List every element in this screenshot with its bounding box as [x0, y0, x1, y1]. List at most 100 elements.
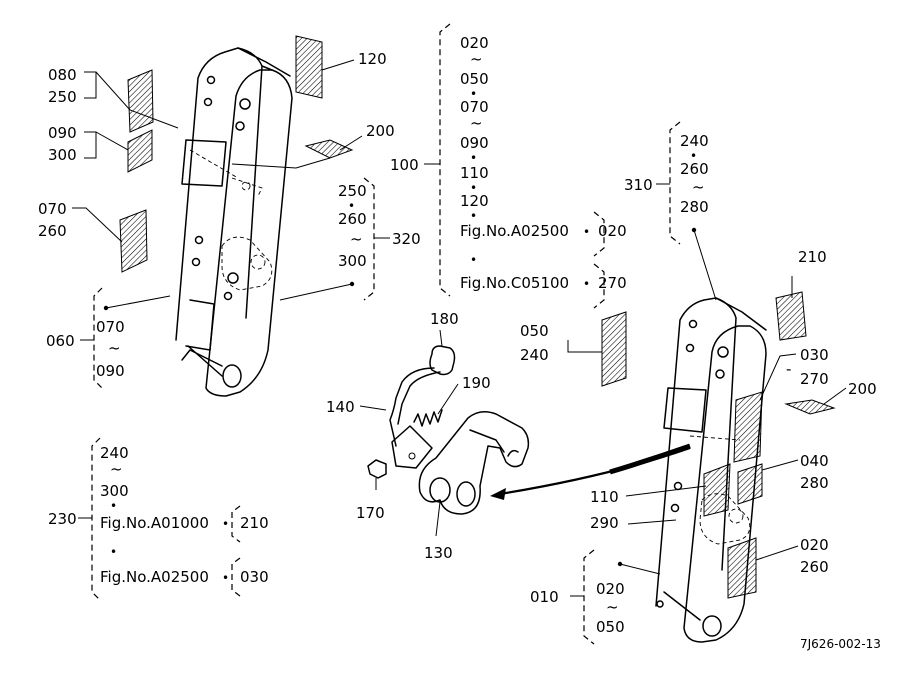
label-260-range: 260	[338, 210, 367, 228]
label-300-b: 300	[100, 482, 129, 500]
label-050-c: 050	[520, 322, 549, 340]
label-030-b: 030	[240, 568, 269, 586]
label-250: 250	[48, 88, 77, 106]
label-320: 320	[392, 230, 421, 248]
label-260-a: 260	[800, 558, 829, 576]
label-020-range: 020	[596, 580, 625, 598]
dot-fig-d: •	[222, 571, 229, 585]
label-050-a: 050	[460, 70, 489, 88]
decal-070-260	[119, 209, 148, 273]
decal-020-260	[727, 537, 757, 599]
tilde-100-a: ~	[470, 50, 483, 68]
label-260: 260	[38, 222, 67, 240]
left-bracket-drawing	[119, 35, 354, 397]
label-290: 290	[590, 514, 619, 532]
cap-180	[429, 345, 456, 376]
label-110-b: 110	[590, 488, 619, 506]
callout-labels: 080 250 090 300 070 260 060 070 ~ 090 12…	[38, 34, 881, 651]
label-130: 130	[424, 544, 453, 562]
tilde-060: ~	[108, 339, 121, 357]
label-060: 060	[46, 332, 75, 350]
dot-320: •	[348, 199, 355, 213]
drawing-id: 7J626-002-13	[800, 637, 881, 651]
decal-200-left	[304, 139, 354, 159]
nut-170	[367, 459, 387, 479]
tilde-310: ~	[692, 178, 705, 196]
label-240-c: 240	[680, 132, 709, 150]
label-020-d: 020	[800, 536, 829, 554]
label-010: 010	[530, 588, 559, 606]
dot-310: •	[690, 149, 697, 163]
dot-100-a: •	[470, 87, 477, 101]
label-240-b: 240	[100, 444, 129, 462]
label-190: 190	[462, 374, 491, 392]
label-070: 070	[38, 200, 67, 218]
tilde-320: ~	[350, 230, 363, 248]
decal-040-280	[737, 463, 763, 505]
label-280-a: 280	[800, 474, 829, 492]
label-070-range: 070	[96, 318, 125, 336]
fig-a02500-b: Fig.No.A02500	[100, 568, 209, 586]
tilde-100-b: ~	[470, 114, 483, 132]
label-200-right: 200	[848, 380, 877, 398]
decal-110	[703, 463, 731, 517]
label-180: 180	[430, 310, 459, 328]
label-040: 040	[800, 452, 829, 470]
label-140: 140	[326, 398, 355, 416]
label-070-a: 070	[460, 98, 489, 116]
label-080: 080	[48, 66, 77, 84]
label-120-a: 120	[460, 192, 489, 210]
tilde-230: ~	[110, 460, 123, 478]
dot-fig-a: •	[583, 225, 590, 239]
label-170: 170	[356, 504, 385, 522]
label-270-a: 270	[598, 274, 627, 292]
label-100: 100	[390, 156, 419, 174]
spring-190	[413, 409, 443, 427]
label-230: 230	[48, 510, 77, 528]
label-280-b: 280	[680, 198, 709, 216]
label-090-a: 090	[460, 134, 489, 152]
fig-a01000: Fig.No.A01000	[100, 514, 209, 532]
right-bracket-drawing	[601, 291, 836, 643]
dot-100-c: •	[470, 181, 477, 195]
label-210-b: 210	[240, 514, 269, 532]
label-260-d: 260	[680, 160, 709, 178]
dash-270: -	[786, 360, 791, 378]
label-270-b: 270	[800, 370, 829, 388]
label-210: 210	[798, 248, 827, 266]
decal-200-right	[784, 399, 836, 415]
dot-fig-c: •	[583, 277, 590, 291]
dot-100-d: •	[470, 209, 477, 223]
label-200-left: 200	[366, 122, 395, 140]
label-020-a: 020	[460, 34, 489, 52]
center-linkage-drawing	[367, 345, 691, 515]
dot-230-a: •	[110, 499, 117, 513]
dot-100-e: •	[470, 253, 477, 267]
right-leaders	[78, 23, 847, 645]
rod-140	[389, 367, 435, 447]
decal-120	[295, 35, 323, 99]
dot-fig-b: •	[222, 517, 229, 531]
tilde-010: ~	[606, 598, 619, 616]
label-020-c: 020	[598, 222, 627, 240]
label-110-a: 110	[460, 164, 489, 182]
label-090: 090	[48, 124, 77, 142]
decal-030-270	[733, 391, 763, 463]
label-300: 300	[48, 146, 77, 164]
decal-080-250	[127, 69, 154, 133]
decal-050-240	[601, 311, 627, 387]
dot-230-b: •	[110, 545, 117, 559]
label-120: 120	[358, 50, 387, 68]
fig-c05100: Fig.No.C05100	[460, 274, 569, 292]
fig-a02500-a: Fig.No.A02500	[460, 222, 569, 240]
label-310: 310	[624, 176, 653, 194]
label-050-range: 050	[596, 618, 625, 636]
center-leaders	[359, 329, 459, 537]
label-090-range: 090	[96, 362, 125, 380]
label-030-a: 030	[800, 346, 829, 364]
label-240-a: 240	[520, 346, 549, 364]
lever-130	[418, 411, 530, 515]
decal-210	[775, 291, 807, 341]
